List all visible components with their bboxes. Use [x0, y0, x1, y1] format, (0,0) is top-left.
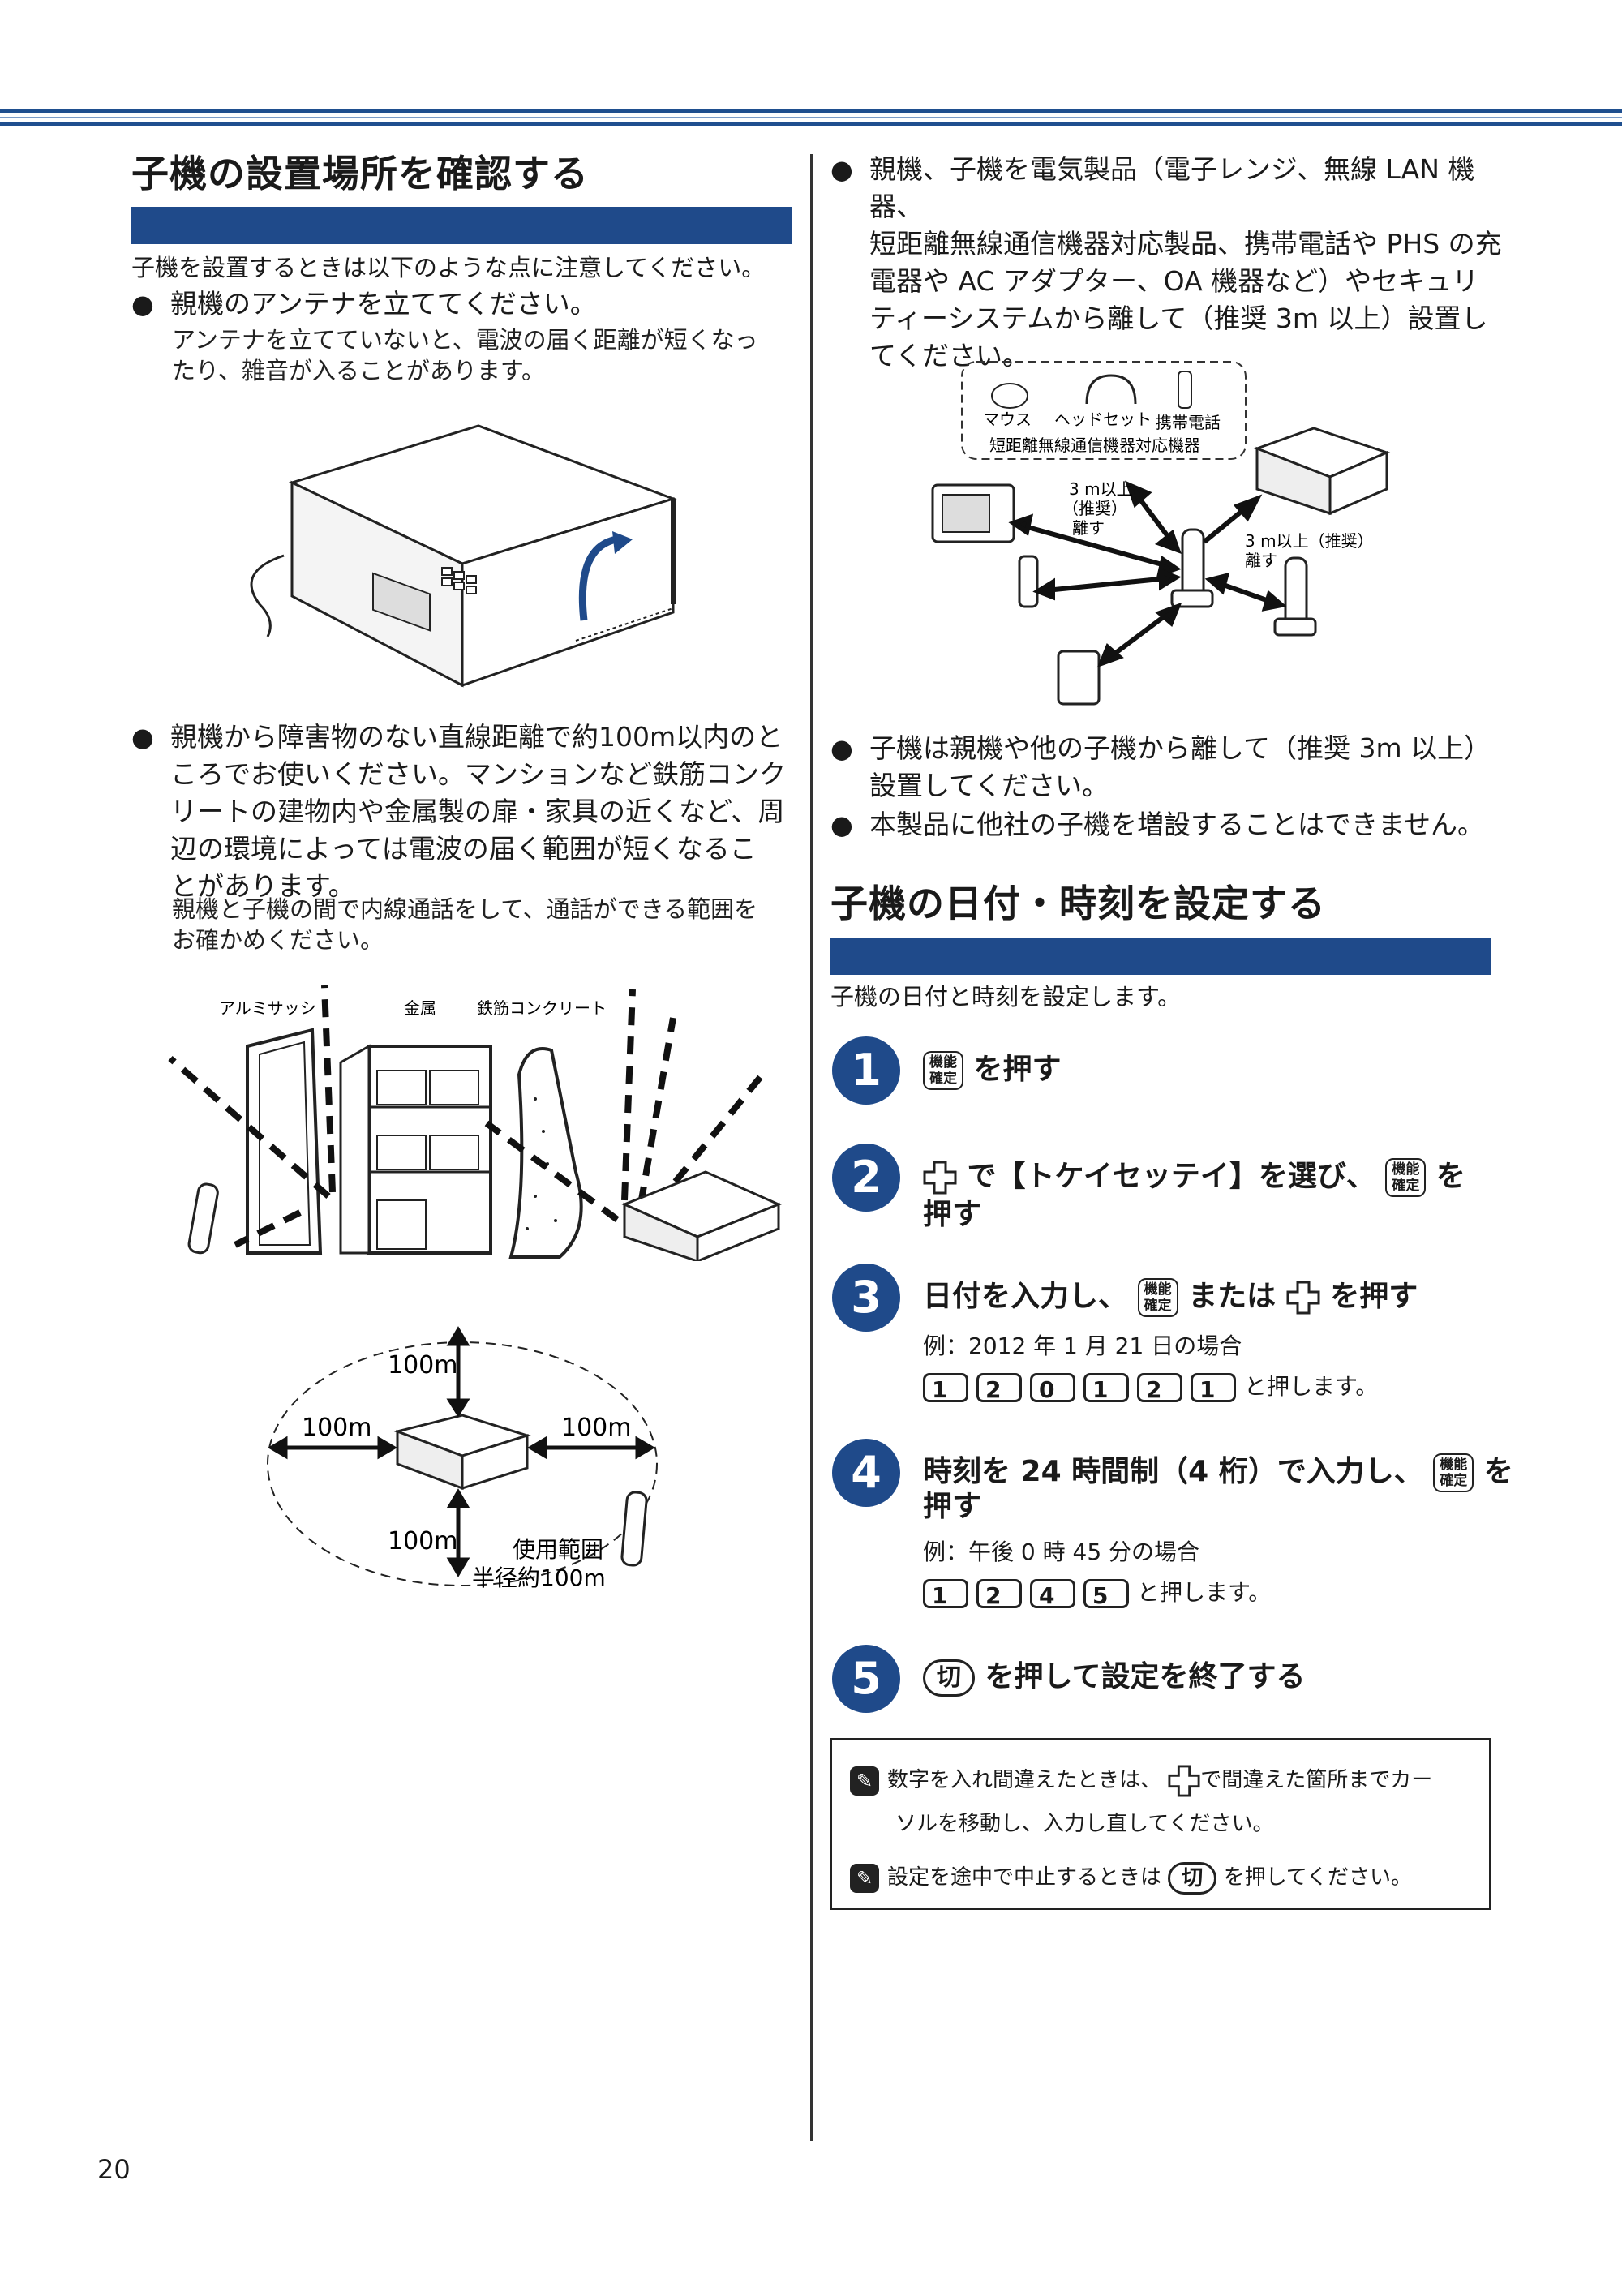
- label-dist2: 3 m以上（推奨）離す: [1245, 531, 1374, 570]
- bullet-interference: ● 親機、子機を電気製品（電子レンジ、無線 LAN 機器、短距離無線通信機器対応…: [830, 153, 1502, 371]
- step-5: 5 切 を押して設定を終了する: [832, 1645, 1497, 1718]
- intro-datetime: 子機の日付と時刻を設定します。: [830, 983, 1182, 1011]
- section-bar-2: [830, 938, 1491, 975]
- label-mouse: マウス: [983, 410, 1032, 429]
- kakutei-key-icon: 機能確定: [923, 1051, 963, 1090]
- pencil-icon: ✎: [850, 1863, 879, 1893]
- page-number: 20: [97, 2154, 131, 2185]
- pencil-icon: ✎: [850, 1766, 879, 1796]
- printer-antenna-illustration: [250, 424, 677, 688]
- bullet-antenna-body: アンテナを立てていないと、電波の届く距離が短くなったり、雑音が入ることがあります…: [172, 326, 758, 384]
- note-1: ✎数字を入れ間違えたときは、 で間違えた箇所までカー: [850, 1757, 1432, 1803]
- step-3-example: 例：2012 年 1 月 21 日の場合: [923, 1333, 1242, 1359]
- dpad-icon: [1286, 1281, 1320, 1315]
- label-100m-bottom: 100m: [388, 1527, 457, 1556]
- bullet-separation: ● 子機は親機や他の子機から離して（推奨 3m 以上）設置してください。: [830, 732, 1491, 801]
- label-range: 使用範囲: [513, 1536, 603, 1563]
- step-1: 1 機能確定 を押す: [832, 1036, 1497, 1109]
- interference-illustration: マウス ヘッドセット 携帯電話 短距離無線通信機器対応機器 3 m以上（推奨）離…: [931, 361, 1391, 706]
- kiru-key-icon: 切: [1168, 1861, 1217, 1895]
- label-100m-left: 100m: [302, 1414, 371, 1442]
- label-100m-top: 100m: [388, 1351, 457, 1380]
- label-mobile: 携帯電話: [1156, 413, 1221, 432]
- section-title-placement: 子機の設置場所を確認する: [131, 152, 589, 195]
- intro-text: 子機を設置するときは以下のような点に注意してください。: [131, 254, 766, 281]
- kiru-key-icon: 切: [923, 1659, 975, 1697]
- range-illustration: 100m 100m 100m 100m 使用範囲 半径約100m: [267, 1326, 658, 1591]
- label-concrete: 鉄筋コンクリート: [477, 998, 607, 1018]
- bullet-no-other-brand: ●本製品に他社の子機を増設することはできません。: [830, 809, 1485, 840]
- label-radius: 半径約100m: [472, 1564, 606, 1591]
- kakutei-key-icon: 機能確定: [1137, 1278, 1178, 1317]
- column-divider: [810, 154, 813, 2141]
- label-aluminum: アルミサッシ: [219, 998, 316, 1018]
- dpad-icon: [923, 1161, 957, 1195]
- step-2: 2 で【トケイセッテイ】を選び、 機能確定 を 押す: [832, 1144, 1497, 1241]
- label-100m-right: 100m: [561, 1414, 631, 1442]
- section-bar: [131, 207, 792, 244]
- bullet-antenna: ●親機のアンテナを立ててください。: [131, 288, 597, 320]
- step-4: 4 時刻を 24 時間制（4 桁）で入力し、 機能確定 を 押す 例：午後 0 …: [832, 1439, 1513, 1625]
- step-3: 3 日付を入力し、 機能確定 または を押す 例：2012 年 1 月 21 日…: [832, 1264, 1497, 1426]
- section-title-datetime: 子機の日付・時刻を設定する: [830, 882, 1326, 925]
- note-1-cont: ソルを移動し、入力し直してください。: [895, 1812, 1274, 1836]
- step-4-example: 例：午後 0 時 45 分の場合: [923, 1539, 1200, 1565]
- note-2: ✎設定を途中で中止するときは 切 を押してください。: [850, 1855, 1412, 1900]
- kakutei-key-icon: 機能確定: [1433, 1453, 1474, 1492]
- header-rule: [0, 109, 1622, 130]
- label-metal: 金属: [404, 998, 436, 1018]
- bullet-distance: ● 親機から障害物のない直線距離で約100m以内のところでお使いください。マンシ…: [131, 721, 786, 902]
- label-short-range: 短距離無線通信機器対応機器: [989, 436, 1200, 455]
- label-headset: ヘッドセット: [1054, 410, 1152, 429]
- obstacle-illustration: アルミサッシ 金属 鉄筋コンクリート: [168, 985, 782, 1261]
- label-dist1: 3 m以上（推奨）離す: [1062, 479, 1133, 538]
- dpad-icon: [1168, 1764, 1200, 1797]
- bullet-distance-sub: 親機と子機の間で内線通話をして、通話ができる範囲をお確かめください。: [172, 895, 758, 954]
- note-box: ✎数字を入れ間違えたときは、 で間違えた箇所までカー ソルを移動し、入力し直して…: [830, 1738, 1491, 1910]
- kakutei-key-icon: 機能確定: [1385, 1158, 1427, 1197]
